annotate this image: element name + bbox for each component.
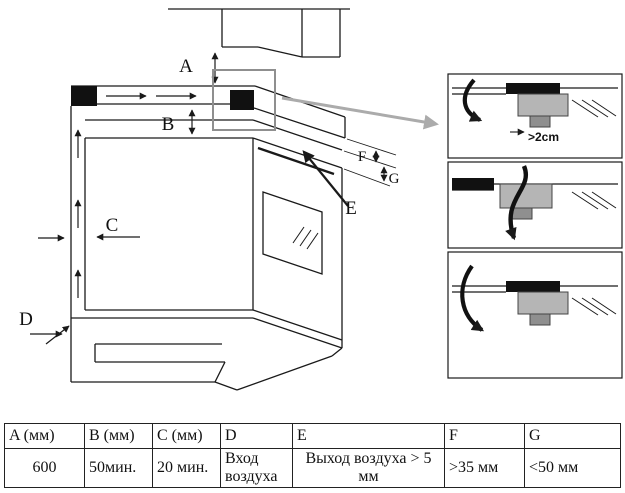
table-value-b: 50мин.: [84, 448, 153, 488]
callout-arrow: [281, 96, 439, 130]
counter-edge-black: [506, 281, 560, 292]
dimensions-table: A (мм) B (мм) C (мм) D E F G 600 50мин. …: [4, 423, 621, 488]
countertop: [71, 85, 346, 139]
table-value-a: 600: [4, 448, 85, 488]
dimension-g: G: [343, 166, 400, 187]
dimension-label-d: D: [19, 309, 33, 330]
airflow-curve-arrow: [462, 78, 483, 122]
dimension-label-b: B: [162, 114, 175, 135]
table-header-row: A (мм) B (мм) C (мм) D E F G: [4, 423, 621, 449]
dimension-label-a: A: [179, 56, 193, 77]
airflow-curve-arrow: [460, 264, 485, 332]
counter-left-trim: [71, 86, 97, 106]
table-header-f: F: [444, 423, 525, 449]
dimension-f: F: [343, 138, 397, 169]
installation-diagram: A B C D E F G: [19, 8, 623, 391]
table-header-a: A (мм): [4, 423, 85, 449]
vent-trim-block: [230, 90, 254, 110]
dimension-label-g: G: [389, 171, 400, 187]
dimension-label-c: C: [106, 215, 119, 236]
dimension-d: D: [19, 309, 63, 338]
table-header-d: D: [220, 423, 293, 449]
extension-line: [346, 138, 397, 156]
detail-panel-1: >2cm: [447, 73, 623, 159]
detail-panel-2: [447, 161, 623, 249]
upper-cabinet: [168, 8, 350, 58]
airflow-curve-arrow: [505, 165, 528, 241]
table-value-f: >35 мм: [444, 448, 525, 488]
appliance-block: [517, 93, 569, 117]
dimension-b: B: [162, 109, 196, 135]
table-value-e: Выход воздуха > 5 мм: [292, 448, 445, 488]
hatch-lines: [571, 191, 617, 210]
vent-tab: [529, 115, 551, 128]
glass-reflection-marks: [292, 226, 319, 250]
detail-panel-3: [447, 251, 623, 379]
table-header-e: E: [292, 423, 445, 449]
vent-tab: [529, 313, 551, 326]
table-header-b: B (мм): [84, 423, 153, 449]
pointer-e-arrow: [302, 150, 349, 207]
extension-line: [343, 150, 397, 169]
appliance-block: [517, 291, 569, 315]
base-plinth: [70, 106, 343, 391]
oven-door-window: [262, 191, 323, 275]
vent-tab: [511, 207, 533, 220]
dimension-a: A: [179, 52, 219, 84]
table-value-g: <50 мм: [524, 448, 621, 488]
extension-line: [343, 168, 391, 187]
pointer-e: E: [302, 150, 357, 219]
dimension-label-e: E: [345, 198, 357, 219]
table-header-c: C (мм): [152, 423, 221, 449]
airflow-arrows-left: [45, 129, 82, 345]
table-header-g: G: [524, 423, 621, 449]
table-value-c: 20 мин.: [152, 448, 221, 488]
hatch-lines: [571, 99, 617, 118]
dimension-label-f: F: [358, 149, 366, 165]
table-value-row: 600 50мин. 20 мин. Вход воздуха Выход во…: [4, 448, 621, 488]
counter-edge-black: [452, 178, 494, 190]
airflow-arrow: [45, 325, 70, 345]
detail-highlight-box: [212, 69, 276, 131]
table-value-d: Вход воздуха: [220, 448, 293, 488]
door-top-edge: [257, 146, 335, 176]
dimension-c: C: [38, 215, 140, 242]
gap-size-label: >2cm: [528, 130, 559, 144]
hatch-lines: [571, 297, 617, 316]
counter-edge-black: [506, 83, 560, 94]
appliance-block: [499, 183, 553, 209]
